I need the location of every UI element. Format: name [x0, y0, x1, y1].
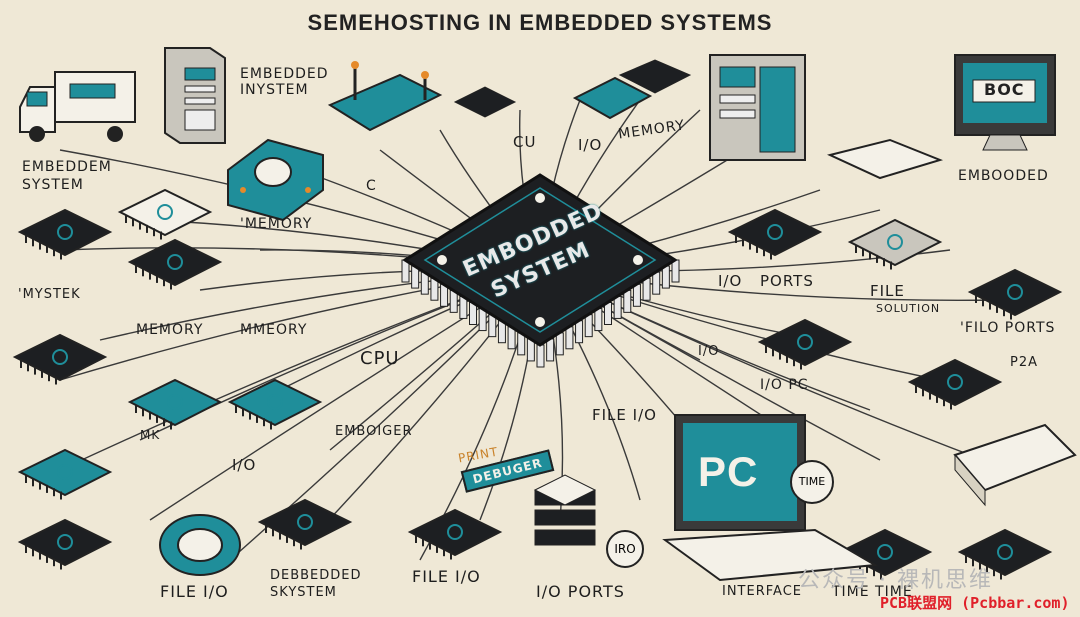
- label-ports-right: PORTS: [760, 272, 814, 290]
- small-chip-12: [907, 358, 1003, 410]
- label-solution: SOLUTION: [876, 302, 941, 315]
- label-cpu-mid: CPU: [360, 348, 400, 369]
- label-io-pc: I/O PC: [760, 377, 809, 393]
- label-io-left: I/O: [232, 456, 257, 474]
- monitor-icon: [954, 54, 1056, 151]
- server-tower-icon: [164, 47, 226, 144]
- small-chip-10: [757, 318, 853, 370]
- label-iro: IRO: [606, 530, 644, 568]
- label-mk: MK: [140, 428, 161, 442]
- label-mystek: 'MYSTEK: [18, 287, 81, 302]
- watermark-site: PCB联盟网 (Pcbbar.com): [880, 594, 1070, 612]
- label-filo-ports: 'FILO PORTS: [960, 320, 1056, 336]
- label-io-ports-bottom: I/O PORTS: [536, 582, 625, 601]
- small-chip-8: [17, 518, 113, 570]
- server-rack-icon: [709, 54, 806, 161]
- label-file-right: FILE: [870, 282, 905, 300]
- label-emboiger: EMBOIGER: [335, 424, 413, 439]
- small-chip-6: [257, 498, 353, 550]
- label-interface: INTERFACE: [722, 584, 802, 599]
- small-chip-7: [407, 508, 503, 560]
- label-time-badge: TIME: [790, 460, 834, 504]
- label-embedded-insystem: EMBEDDED INYSTEM: [240, 66, 329, 98]
- label-io-right: I/O: [718, 272, 743, 290]
- laptop-screen-label: PC: [698, 448, 759, 495]
- truck-icon: [19, 71, 136, 142]
- small-chip-11: [967, 268, 1063, 320]
- keyboard-icon: [826, 138, 944, 180]
- chip-top-2: [572, 76, 653, 120]
- small-chip-5: [17, 448, 113, 500]
- label-debbedded-system: DEBBEDDED SKYSTEM: [270, 568, 362, 600]
- label-io-top: I/O: [578, 136, 603, 154]
- label-file-io-left: FILE I/O: [160, 582, 229, 601]
- label-io-small: I/O: [698, 344, 720, 359]
- watermark-wechat: 公众号 · 裸机思维: [798, 568, 993, 593]
- small-chip-1: [17, 208, 113, 260]
- label-file-io-center: FILE I/O: [412, 567, 481, 586]
- monitor-screen-label: BOC: [984, 80, 1025, 99]
- label-cu: CU: [513, 133, 537, 151]
- label-file-io-mid: FILE I/O: [592, 406, 657, 424]
- stacked-boards-icon: [533, 474, 597, 546]
- small-chip-4: [227, 378, 323, 430]
- small-chip-16: [117, 188, 213, 240]
- small-chip-17: [847, 218, 943, 270]
- label-embeddem-system: EMBEDDEM SYSTEM: [22, 159, 112, 193]
- small-chip-9: [727, 208, 823, 260]
- label-memory-left2: MEMORY: [136, 322, 204, 338]
- diagram-title: SEMEHOSTING IN EMBEDDED SYSTEMS: [307, 10, 773, 35]
- label-p2a: P2A: [1010, 355, 1039, 370]
- chip-top-3: [618, 59, 692, 94]
- chip-top-1: [453, 86, 517, 118]
- label-mmeory: MMEORY: [240, 322, 308, 338]
- label-c-small: C: [366, 178, 377, 194]
- small-chip-14: [957, 528, 1053, 580]
- small-chip-2: [12, 333, 108, 385]
- teal-device-icon: [159, 514, 241, 576]
- laptop-icon: [662, 414, 879, 582]
- circuit-board-icon: [327, 61, 443, 132]
- label-time-time: TIME TIME: [832, 584, 913, 600]
- small-chip-3: [127, 378, 223, 430]
- label-memory-left: 'MEMORY: [240, 216, 313, 232]
- small-chip-15: [127, 238, 223, 290]
- teal-chip-icon: [227, 138, 324, 222]
- document-icon: [953, 423, 1077, 507]
- center-chip: [401, 173, 680, 368]
- label-embodded-right: EMBOODED: [958, 168, 1049, 184]
